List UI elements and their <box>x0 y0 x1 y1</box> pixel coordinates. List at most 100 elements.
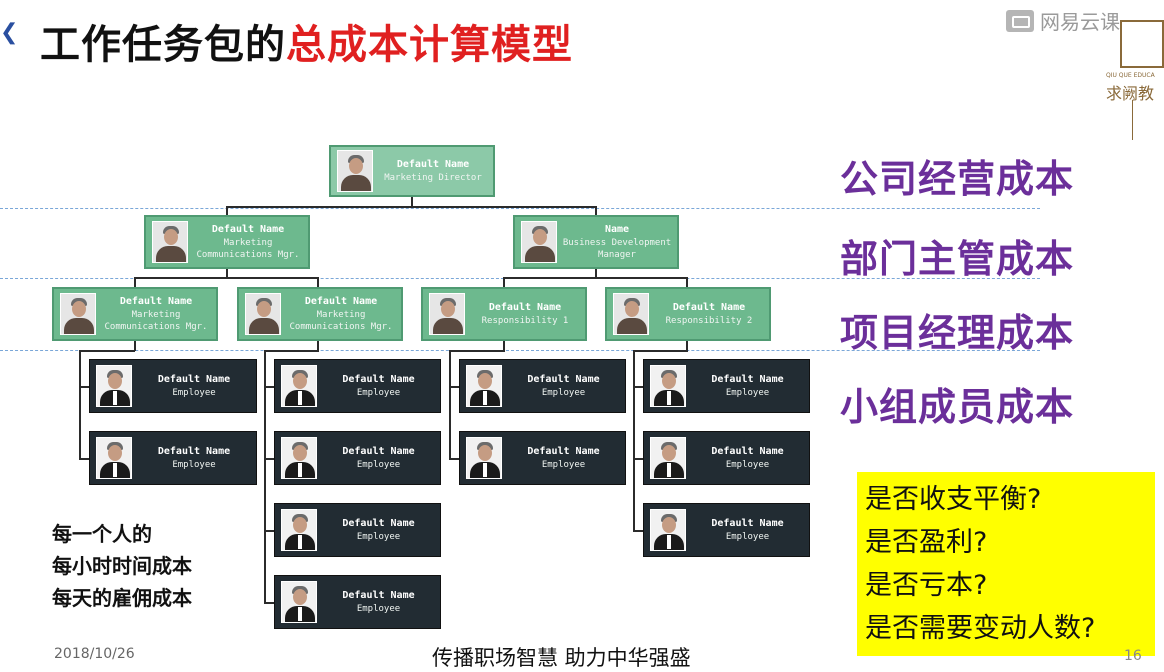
person-photo-icon <box>96 437 132 479</box>
logo-subtitle: QIU QUE EDUCA <box>1106 72 1155 79</box>
node-role: Employee <box>356 603 401 614</box>
node-name: Default Name <box>672 302 746 314</box>
node-role: Business Development <box>562 237 672 248</box>
page-number: 16 <box>1124 648 1142 664</box>
person-photo-icon <box>281 437 317 479</box>
level-guide-line <box>0 208 1040 209</box>
watermark-text: 网易云课 <box>1040 10 1120 34</box>
person-photo-icon <box>429 293 465 335</box>
watermark: 网易云课 <box>1006 6 1120 35</box>
note-line: 每一个人的 <box>52 522 152 546</box>
slide-title: 工作任务包的总成本计算模型 <box>40 22 573 68</box>
node-role: Employee <box>725 531 770 542</box>
connector <box>633 530 643 532</box>
node-name: Default Name <box>711 374 784 386</box>
node-role: Employee <box>725 387 770 398</box>
level-label: 部门主管成本 <box>840 237 1075 281</box>
node-role: Communications Mgr. <box>196 249 300 260</box>
connector <box>633 350 635 531</box>
connector <box>449 350 451 459</box>
note-line: 每小时时间成本 <box>52 554 192 578</box>
connector <box>264 350 319 352</box>
question-box: 是否收支平衡? 是否盈利? 是否亏本? 是否需要变动人数? <box>857 472 1155 656</box>
node-name: Default Name <box>157 374 231 386</box>
node-name: Default Name <box>342 518 415 530</box>
person-photo-icon <box>60 293 96 335</box>
connector <box>264 350 266 603</box>
connector <box>633 458 643 460</box>
connector <box>503 340 505 351</box>
node-name: Default Name <box>342 374 415 386</box>
node-name: Default Name <box>304 296 378 308</box>
person-photo-icon <box>281 509 317 551</box>
node-role: Marketing <box>131 309 181 320</box>
node-name: Default Name <box>157 446 231 458</box>
node-role: Employee <box>725 459 770 470</box>
node-role: Employee <box>172 387 216 398</box>
connector <box>449 386 459 388</box>
node-name: Default Name <box>119 296 193 308</box>
level-guide-line <box>0 350 1040 351</box>
level-label: 小组成员成本 <box>840 385 1075 429</box>
connector <box>686 340 688 351</box>
node-name: Default Name <box>527 446 600 458</box>
prev-slide-icon[interactable]: ❮ <box>0 20 19 45</box>
node-name: Default Name <box>527 374 600 386</box>
connector <box>686 277 688 288</box>
connector <box>595 268 597 278</box>
node-role: Communications Mgr. <box>104 321 208 332</box>
node-name: Default Name <box>711 518 784 530</box>
connector <box>264 602 274 604</box>
connector <box>134 277 318 279</box>
node-name: Default Name <box>396 159 470 171</box>
node-name: Default Name <box>488 302 562 314</box>
note-line: 每天的雇佣成本 <box>52 586 192 610</box>
connector <box>317 277 319 288</box>
person-photo-icon <box>337 150 373 192</box>
person-photo-icon <box>466 365 502 407</box>
node-role: Employee <box>172 459 216 470</box>
netease-cloud-icon <box>1006 9 1034 32</box>
connector <box>633 386 643 388</box>
node-role: Communications Mgr. <box>289 321 393 332</box>
person-photo-icon <box>650 437 686 479</box>
connector <box>595 206 597 216</box>
level-label: 项目经理成本 <box>840 311 1075 355</box>
person-photo-icon <box>650 509 686 551</box>
cost-note: 每一个人的 每小时时间成本 每天的雇佣成本 <box>52 518 192 614</box>
connector <box>449 350 505 352</box>
node-role: Responsibility 2 <box>665 315 753 326</box>
node-role: Employee <box>356 531 401 542</box>
connector <box>134 277 136 288</box>
connector <box>503 277 687 279</box>
node-name: Default Name <box>342 590 415 602</box>
connector <box>79 458 89 460</box>
person-photo-icon <box>281 581 317 623</box>
connector <box>264 530 274 532</box>
connector <box>411 196 413 208</box>
slide-date: 2018/10/26 <box>54 646 135 662</box>
logo-icon <box>1120 20 1164 68</box>
question-item: 是否亏本? <box>865 570 988 601</box>
person-photo-icon <box>466 437 502 479</box>
question-item: 是否收支平衡? <box>865 484 1042 515</box>
node-role: Marketing <box>316 309 366 320</box>
